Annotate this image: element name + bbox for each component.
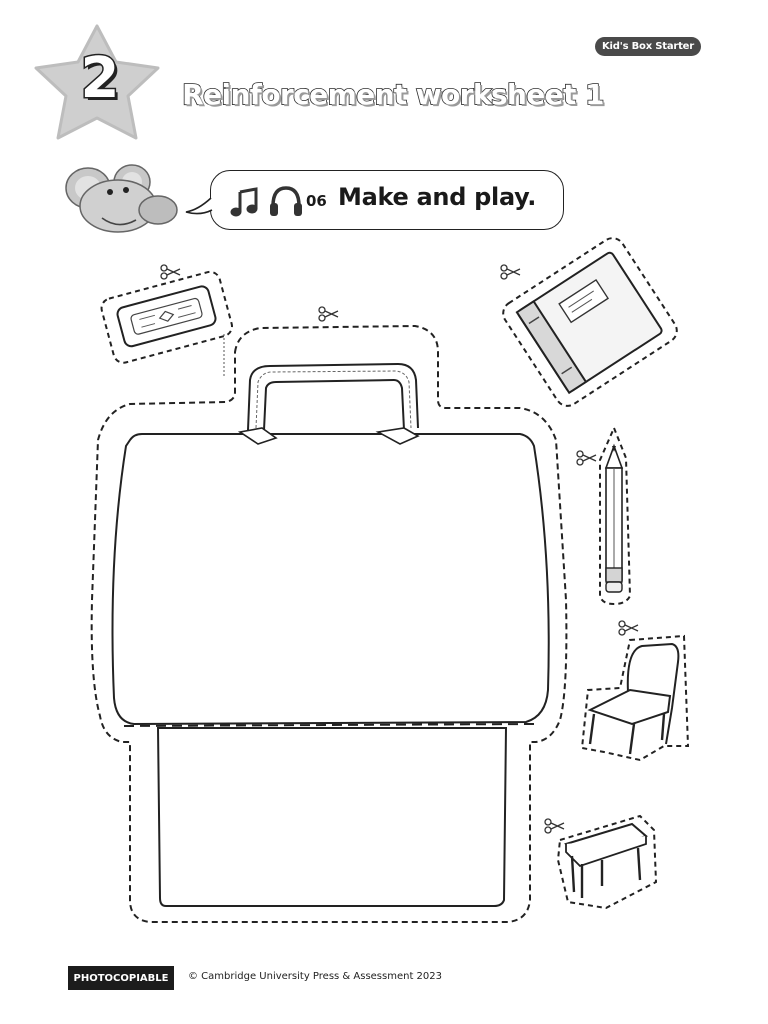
rubber-cutout (100, 270, 233, 364)
series-badge: Kid's Box Starter (595, 37, 701, 56)
chair-cutout (580, 634, 690, 762)
photocopiable-label: PHOTOCOPIABLE (68, 966, 174, 990)
instruction-text: Make and play. (338, 183, 537, 211)
book-cutout (502, 237, 678, 407)
speech-bubble (210, 170, 564, 230)
music-note-icon (230, 187, 258, 217)
desk-cutout (556, 814, 658, 910)
headphones-icon (270, 186, 302, 216)
speech-bubble-tail (185, 197, 213, 215)
mouse-character-icon (65, 164, 178, 233)
schoolbag-cutout (90, 306, 568, 923)
copyright-notice: © Cambridge University Press & Assessmen… (188, 971, 443, 982)
pencil-cutout (599, 425, 632, 606)
unit-number: 2 (79, 45, 121, 113)
track-number: 06 (306, 192, 327, 210)
page-title: Reinforcement worksheet 1 (181, 77, 605, 112)
star-icon (34, 24, 160, 140)
